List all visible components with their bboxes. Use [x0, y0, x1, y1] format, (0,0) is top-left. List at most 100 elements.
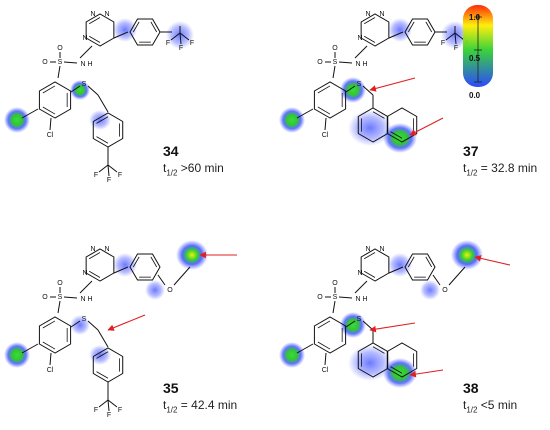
bond [107, 164, 118, 173]
thioether-s: S [357, 316, 362, 323]
sulfonamide-n: N [80, 296, 85, 303]
bond [170, 32, 181, 41]
bond [87, 320, 99, 331]
double-bond [425, 256, 433, 268]
double-bond [372, 346, 385, 354]
som-blob-ch2 [340, 77, 366, 103]
bond [98, 399, 109, 408]
bond [332, 65, 336, 79]
bottom-cf3-f1: F [94, 407, 98, 414]
triazine-n3: N [82, 270, 87, 277]
sulfonamide-h: H [362, 296, 367, 303]
sulfonyl-s: S [333, 294, 338, 301]
triazine-n1: N [90, 11, 95, 18]
double-bond [42, 106, 56, 115]
triazine-ring [360, 13, 390, 47]
double-bond [363, 270, 376, 278]
chlorine-atom: Cl [47, 367, 54, 374]
bond [87, 85, 99, 96]
bond [107, 164, 110, 177]
sulfonyl-o2: O [332, 280, 338, 287]
triazine-n3: N [357, 270, 362, 277]
bond [388, 266, 404, 274]
compound-38-half-life: t1/2 <5 min [463, 398, 518, 415]
double-bond [42, 341, 56, 350]
bond [448, 266, 466, 286]
triazine-n1: N [365, 11, 370, 18]
upper-aryl-ring [129, 18, 161, 46]
thioether-s: S [82, 316, 87, 323]
bond [345, 85, 356, 93]
double-bond [132, 21, 140, 33]
bond [63, 296, 78, 299]
bond [79, 280, 93, 294]
double-bond [88, 35, 101, 43]
double-bond [150, 21, 158, 33]
chloro-aryl-ring [313, 81, 347, 119]
bond [113, 31, 129, 39]
double-bond [425, 21, 433, 33]
bond [445, 32, 456, 41]
bond [362, 85, 374, 96]
top-cf3-f1: F [166, 40, 170, 47]
triazine-n3: N [357, 35, 362, 42]
som-blob-o-methyl [451, 240, 483, 270]
compound-34-half-life: t1/2 >60 min [163, 161, 224, 178]
sulfonyl-o1: O [42, 59, 48, 66]
bond [21, 343, 39, 354]
bond [57, 300, 61, 314]
metabolism-arrow-2 [369, 322, 416, 333]
bond [107, 399, 110, 412]
top-cf3-f3: F [179, 45, 183, 52]
som-blob-naphthyl-b [383, 358, 417, 388]
legend-mid-label: 0.5 [469, 54, 481, 63]
sulfonyl-o2: O [57, 280, 63, 287]
double-bond [88, 252, 101, 260]
bond [173, 266, 191, 286]
double-bond [42, 85, 56, 94]
compound-35-label: 35 [163, 380, 179, 396]
bond [63, 61, 78, 64]
som-blob-sulfur [70, 315, 90, 335]
compound-35-half-life: t1/2 = 42.4 min [163, 398, 238, 415]
bond [70, 85, 81, 93]
triazine-n1: N [90, 246, 95, 253]
som-blob-aryl-methyl [279, 107, 305, 133]
double-bond [390, 131, 403, 139]
bond [324, 117, 327, 131]
metabolism-arrow-2 [409, 117, 444, 136]
bottom-cf3-f1: F [94, 172, 98, 179]
double-bond [407, 256, 415, 268]
triazine-n2: N [104, 11, 109, 18]
top-cf3-f1: F [441, 40, 445, 47]
sulfonyl-o1: O [317, 294, 323, 301]
bottom-cf3-f2: F [118, 407, 122, 414]
compound-38-label: 38 [463, 380, 479, 396]
bond [332, 300, 336, 314]
bond [345, 320, 356, 328]
bond [70, 320, 81, 328]
double-bond [88, 17, 101, 25]
double-bond [132, 256, 140, 268]
triazine-ring [360, 248, 390, 282]
som-blob-o-methyl [176, 240, 208, 270]
double-bond [317, 106, 331, 115]
sulfonamide-h: H [87, 296, 92, 303]
triazine-n2: N [379, 246, 384, 253]
sulfonyl-o2: O [332, 45, 338, 52]
double-bond [317, 85, 331, 94]
metabolism-arrow-3 [409, 369, 444, 378]
benzyl-ring [92, 347, 124, 383]
triazine-n3: N [82, 35, 87, 42]
double-bond [42, 320, 56, 329]
compound-37-half-life: t1/2 = 32.8 min [463, 161, 538, 178]
som-blob-naphthyl-b [383, 123, 417, 153]
som-blob-sulfur [70, 80, 90, 100]
som-blob-aryl-methyl [4, 342, 30, 368]
bond [179, 32, 182, 45]
bond [454, 32, 457, 45]
double-bond [407, 21, 415, 33]
